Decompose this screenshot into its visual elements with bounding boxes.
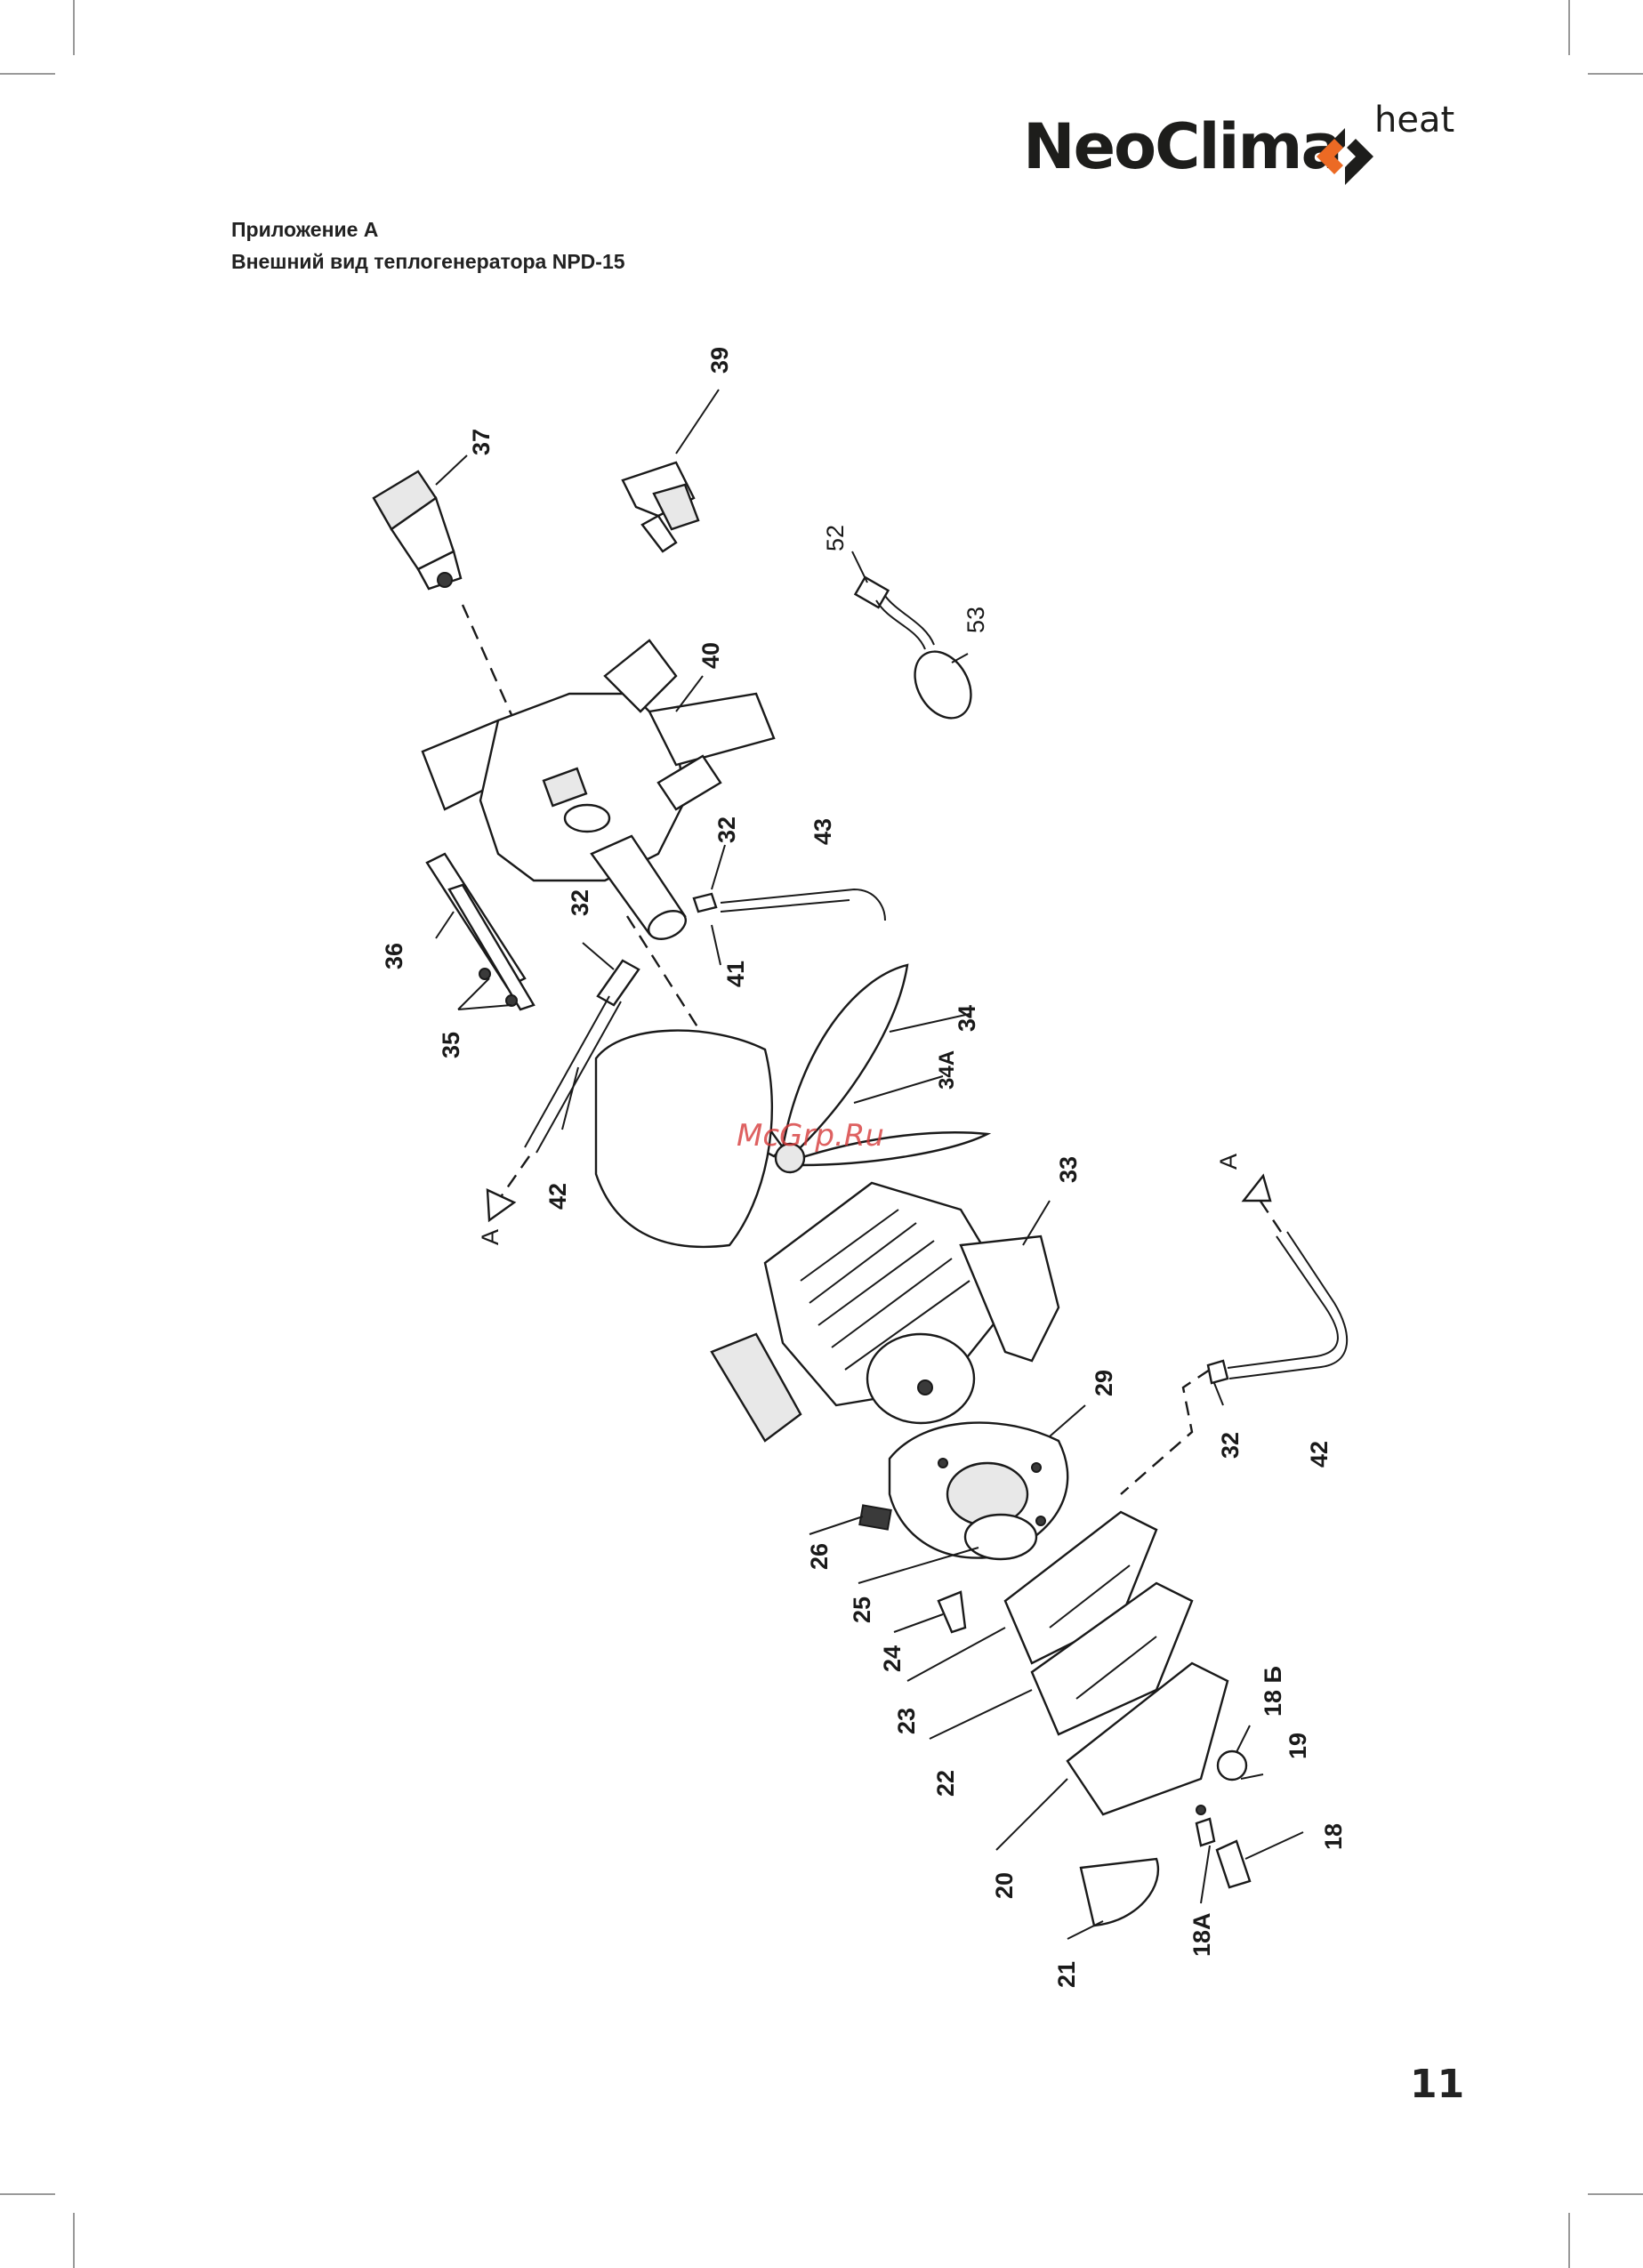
label-20: 20	[991, 1872, 1018, 1899]
axis-line	[1121, 1370, 1210, 1494]
watermark: McGrp.Ru	[737, 1118, 884, 1154]
label-23: 23	[893, 1708, 920, 1734]
label-34: 34	[954, 1005, 980, 1032]
label-18a: 18A	[1188, 1912, 1215, 1957]
part-24-clip	[938, 1592, 965, 1632]
label-42-left: 42	[544, 1183, 571, 1210]
label-19: 19	[1285, 1733, 1311, 1759]
label-52: 52	[822, 525, 849, 551]
label-32-top: 32	[713, 816, 740, 843]
part-18-19-fittings	[1196, 1751, 1250, 1887]
label-53: 53	[962, 607, 989, 633]
label-32-right: 32	[1217, 1432, 1244, 1459]
label-37: 37	[468, 429, 495, 455]
label-41: 41	[722, 961, 749, 987]
page-number: 11	[1410, 2062, 1464, 2107]
label-21: 21	[1053, 1961, 1080, 1988]
label-40: 40	[697, 642, 724, 669]
part-37-nozzle	[374, 471, 461, 589]
label-22: 22	[932, 1770, 959, 1797]
label-43: 43	[809, 818, 836, 845]
label-42-right: 42	[1306, 1441, 1333, 1468]
part-41-tube	[592, 836, 690, 945]
part-52-53-sensor	[856, 577, 983, 728]
label-18b: 18 Б	[1260, 1666, 1286, 1717]
part-40-burner-housing	[423, 640, 774, 881]
label-18: 18	[1320, 1823, 1347, 1850]
part-43-hose	[694, 889, 885, 921]
part-25-coupling	[965, 1515, 1036, 1559]
label-35: 35	[438, 1032, 464, 1058]
label-36: 36	[381, 943, 407, 969]
label-32-mid: 32	[567, 889, 593, 916]
label-29: 29	[1091, 1370, 1117, 1396]
label-26: 26	[806, 1543, 833, 1570]
label-39: 39	[706, 347, 733, 374]
label-34a: 34A	[935, 1050, 959, 1090]
part-42-hose-right	[1208, 1176, 1347, 1383]
part-39-bracket	[623, 462, 698, 551]
label-33: 33	[1055, 1156, 1082, 1183]
label-25: 25	[849, 1596, 875, 1623]
part-21-cover	[1081, 1859, 1158, 1926]
label-arrow-a-left: A	[477, 1229, 503, 1245]
part-33-motor	[712, 1183, 1059, 1441]
label-arrow-a-right: A	[1215, 1154, 1242, 1170]
label-24: 24	[879, 1645, 906, 1672]
part-26-key	[859, 1505, 890, 1529]
